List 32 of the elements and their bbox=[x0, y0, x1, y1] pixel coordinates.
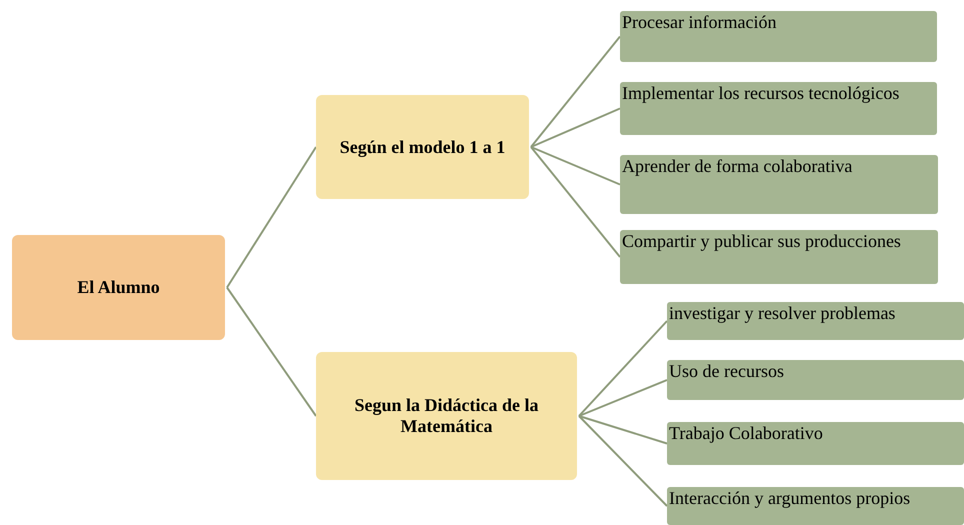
connector-line bbox=[530, 146, 620, 186]
leaf-box bbox=[667, 302, 964, 340]
node-label: Aprender de forma colaborativa bbox=[622, 157, 854, 177]
node-label: Procesar información bbox=[622, 13, 778, 33]
node-label: Interacción y argumentos propios bbox=[669, 489, 912, 509]
connector-line bbox=[578, 320, 668, 417]
connector-line bbox=[530, 146, 621, 258]
node-label: El Alumno bbox=[77, 277, 160, 298]
leaf-box bbox=[667, 422, 964, 465]
connector-line bbox=[226, 146, 317, 288]
leaf-box bbox=[620, 230, 938, 284]
connector-line bbox=[578, 379, 668, 417]
branch-box bbox=[316, 95, 529, 199]
leaf-box bbox=[620, 82, 937, 135]
node-label: Segun la Didáctica de la Matemática bbox=[353, 395, 540, 437]
node-label: Trabajo Colaborativo bbox=[669, 424, 824, 444]
node-label: Compartir y publicar sus producciones bbox=[622, 232, 902, 252]
root-box bbox=[12, 235, 225, 340]
leaf-box bbox=[667, 487, 964, 525]
leaf-box bbox=[620, 11, 937, 62]
leaf-box bbox=[620, 155, 938, 214]
node-label: Uso de recursos bbox=[669, 362, 785, 382]
node-label: investigar y resolver problemas bbox=[669, 304, 896, 324]
leaf-box bbox=[667, 360, 964, 400]
node-label: Implementar los recursos tecnológicos bbox=[622, 84, 900, 104]
connector-line bbox=[226, 286, 317, 417]
node-label: Según el modelo 1 a 1 bbox=[340, 136, 506, 158]
connector-line bbox=[530, 108, 620, 148]
connector-line bbox=[530, 36, 621, 148]
connector-line bbox=[578, 415, 668, 444]
connector-line bbox=[578, 415, 668, 507]
branch-box bbox=[316, 352, 577, 480]
